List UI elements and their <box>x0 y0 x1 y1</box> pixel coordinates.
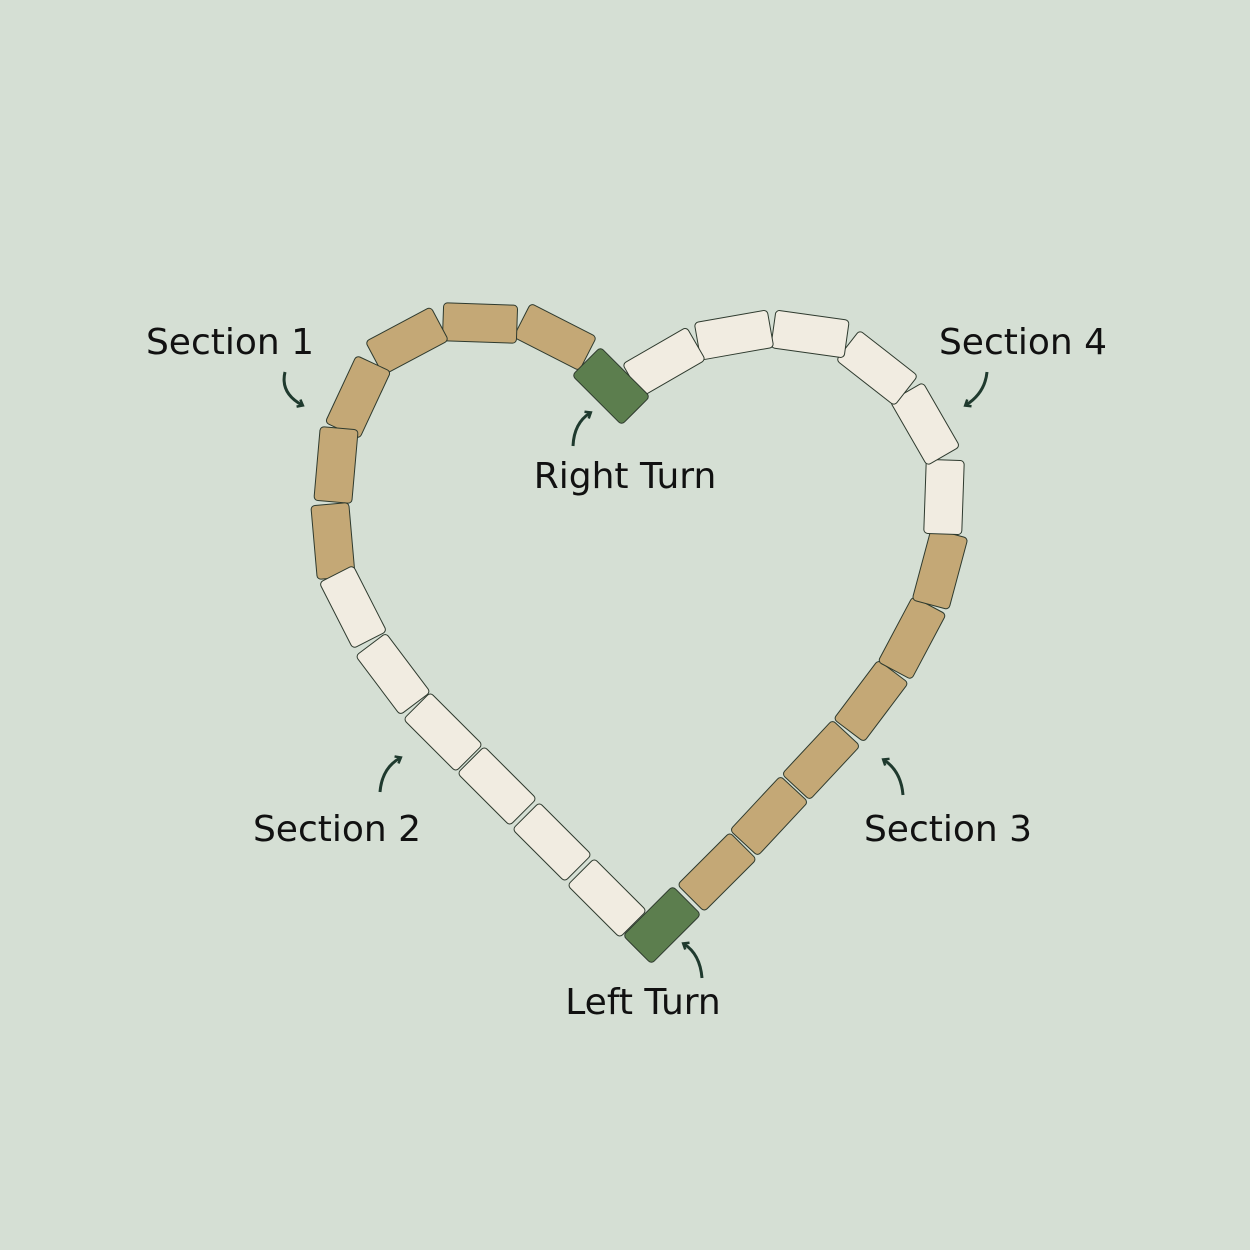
section-4-block-2 <box>891 383 959 465</box>
section-2-block-2 <box>356 634 430 714</box>
left-turn-label: Left Turn <box>565 982 721 1023</box>
section-3-block-6 <box>912 528 968 610</box>
section-4-block-4 <box>770 310 850 358</box>
right-turn-arrow-icon <box>571 410 593 447</box>
section-3-block-5 <box>878 597 946 679</box>
right-turn-label: Right Turn <box>533 456 717 497</box>
left-turn-block <box>624 887 700 963</box>
section-2-block-1 <box>320 566 386 648</box>
section-2-block-6 <box>568 859 646 937</box>
section-3-arrow-icon <box>881 757 905 796</box>
section-2-block-4 <box>458 747 536 825</box>
section-1-block-2 <box>441 302 519 344</box>
left-turn-arrow-icon <box>681 941 704 979</box>
section-4-block-3 <box>837 331 917 405</box>
section-1-block-3 <box>366 307 448 375</box>
section-2-block-3 <box>404 693 482 771</box>
right-turn-block <box>573 348 649 424</box>
section-3-label: Section 3 <box>863 809 1033 850</box>
section-2-block-5 <box>513 803 591 881</box>
section-1-arrow-icon <box>282 371 305 408</box>
section-1-block-1 <box>514 304 596 370</box>
section-1-block-5 <box>313 426 359 504</box>
section-3-block-4 <box>834 661 908 741</box>
section-2-label: Section 2 <box>252 809 422 850</box>
section-4-block-1 <box>923 458 965 536</box>
section-4-label: Section 4 <box>938 322 1108 363</box>
section-3-block-2 <box>731 777 807 855</box>
section-4-arrow-icon <box>963 371 989 408</box>
section-3-block-3 <box>783 721 859 799</box>
section-3-block-1 <box>678 833 756 911</box>
section-1-block-4 <box>325 356 391 438</box>
section-4-block-5 <box>694 309 774 361</box>
section-1-label: Section 1 <box>145 322 315 363</box>
section-2-arrow-icon <box>378 755 403 793</box>
